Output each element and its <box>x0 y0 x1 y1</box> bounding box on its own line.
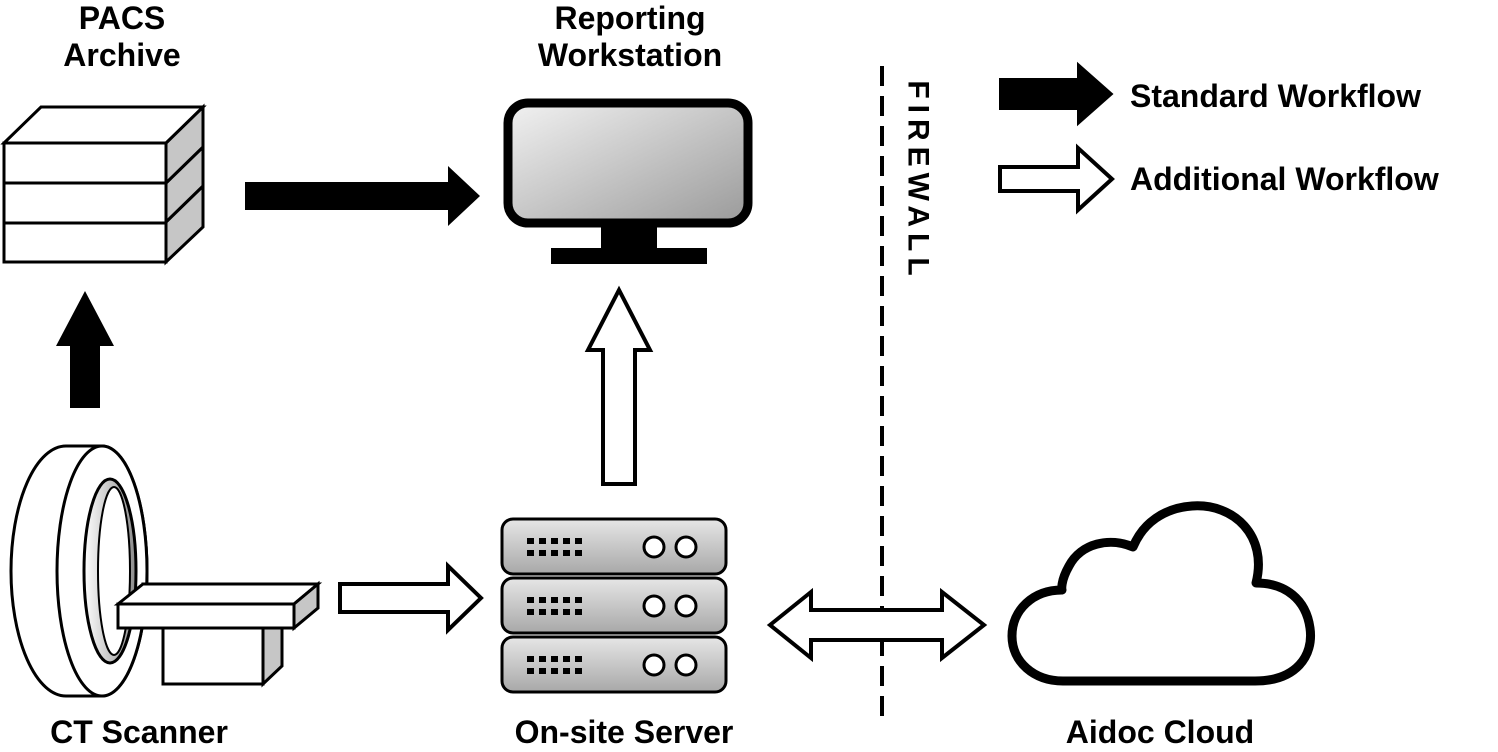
arrow-server-to-workstation <box>584 285 654 486</box>
standard-workflow-arrow-icon <box>999 61 1114 127</box>
workstation-label-line2: Workstation <box>537 37 723 73</box>
pacs-label-line1: PACS <box>78 0 166 36</box>
server-icon <box>500 517 728 694</box>
legend-standard-label: Standard Workflow <box>1130 78 1421 114</box>
legend-additional-label: Additional Workflow <box>1130 161 1439 197</box>
server-unit-3 <box>500 635 728 694</box>
arrow-pacs-to-workstation <box>245 166 480 226</box>
firewall-label: FIREWALL <box>896 56 940 306</box>
monitor-icon <box>503 98 753 264</box>
ct-scanner-icon <box>9 444 323 698</box>
server-unit-2 <box>500 576 728 635</box>
server-label: On-site Server <box>514 714 734 750</box>
pacs-archive-icon <box>0 103 207 266</box>
arrow-ct-to-server <box>338 561 484 635</box>
pacs-archive-title: PACS Archive <box>12 0 232 74</box>
arrow-ct-to-pacs <box>56 291 114 408</box>
pacs-label-line2: Archive <box>63 37 181 73</box>
additional-workflow-arrow-icon <box>998 143 1115 215</box>
cloud-label: Aidoc Cloud <box>1065 714 1255 750</box>
cloud-icon <box>1007 501 1316 686</box>
arrow-server-cloud-bidirectional <box>766 587 988 663</box>
workstation-label-line1: Reporting <box>554 0 706 36</box>
firewall-label-text: FIREWALL <box>902 80 935 282</box>
workstation-title: Reporting Workstation <box>510 0 750 74</box>
ct-scanner-label: CT Scanner <box>50 714 228 750</box>
server-unit-1 <box>500 517 728 576</box>
